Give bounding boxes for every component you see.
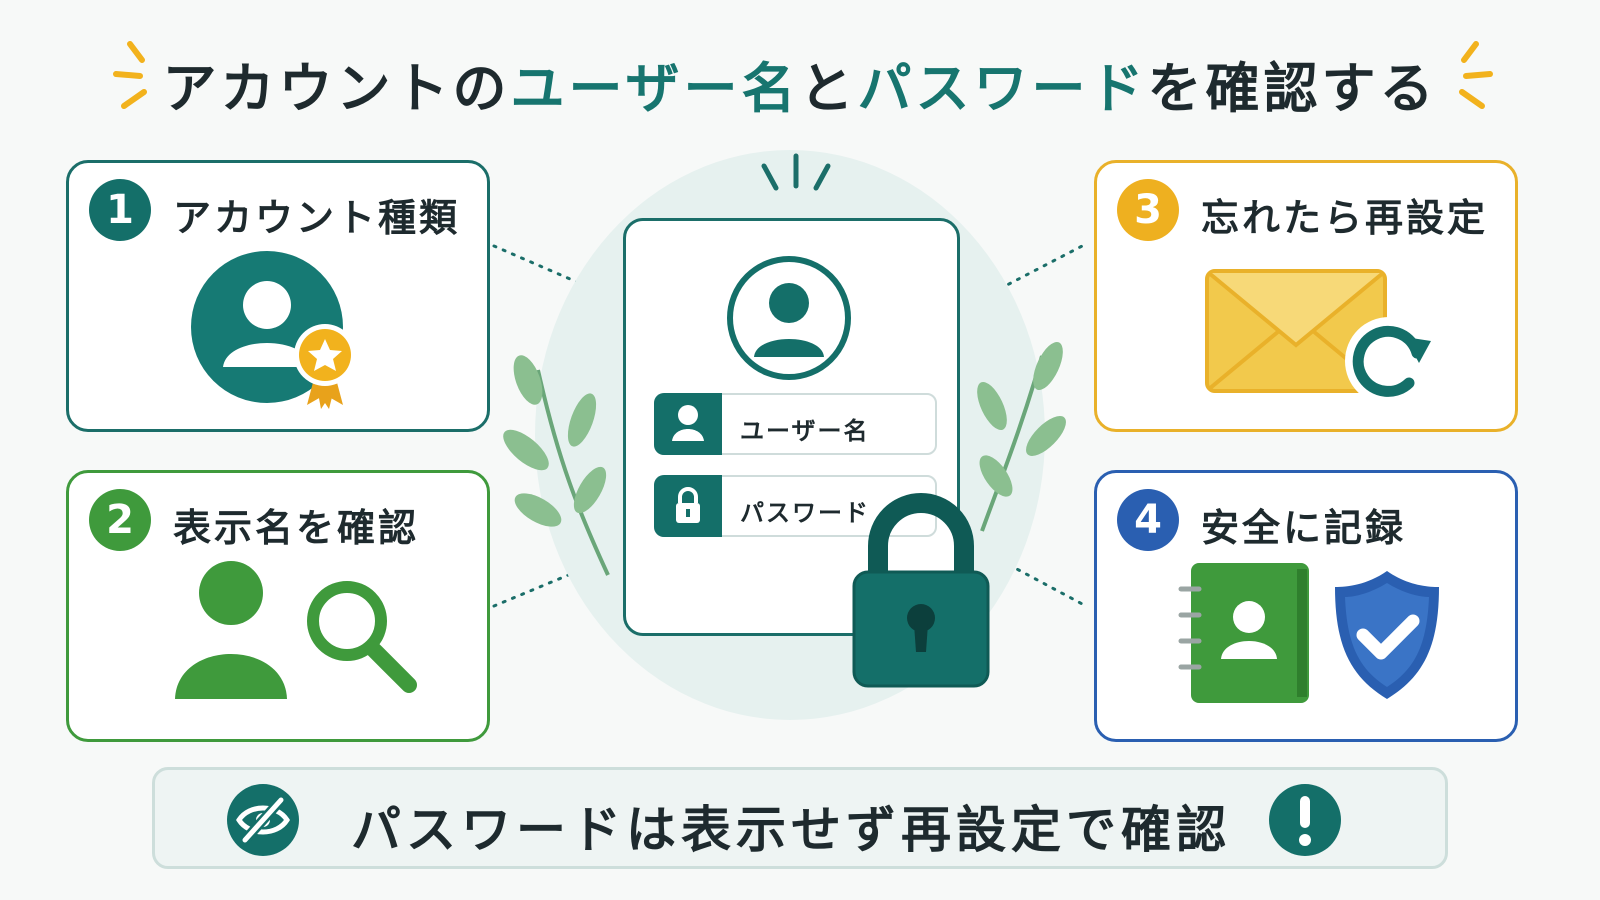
profile-avatar-icon bbox=[727, 256, 851, 380]
person-search-icon bbox=[175, 561, 417, 699]
password-label: パスワード bbox=[740, 499, 870, 527]
step-number-4: 4 bbox=[1117, 489, 1179, 551]
padlock-small-icon bbox=[654, 475, 722, 537]
username-label: ユーザー名 bbox=[740, 417, 870, 445]
card-reset-if-forgotten: 3 忘れたら再設定 bbox=[1094, 160, 1518, 432]
step-number-1: 1 bbox=[89, 179, 151, 241]
mail-reset-icon bbox=[1205, 269, 1433, 405]
notebook-shield-icon bbox=[1178, 563, 1439, 703]
card-display-name: 2 表示名を確認 bbox=[66, 470, 490, 742]
step-number-3: 3 bbox=[1117, 179, 1179, 241]
card-title-record: 安全に記録 bbox=[1201, 506, 1407, 550]
login-card: ユーザー名 パスワード bbox=[623, 218, 960, 636]
warning-banner: パスワードは表示せず再設定で確認 bbox=[152, 767, 1448, 869]
title-highlight-password: パスワード bbox=[857, 57, 1148, 120]
account-badge-icon bbox=[191, 251, 356, 409]
exclamation-icon bbox=[1269, 784, 1341, 856]
card-account-type: 1 アカウント種類 bbox=[66, 160, 490, 432]
card-title-display-name: 表示名を確認 bbox=[173, 506, 420, 550]
padlock-icon bbox=[852, 493, 990, 688]
user-icon bbox=[654, 393, 722, 455]
leaf-left-icon bbox=[503, 355, 610, 576]
title-part-2: と bbox=[799, 57, 858, 120]
card-record-safely: 4 安全に記録 bbox=[1094, 470, 1518, 742]
sparkle-left-icon bbox=[113, 41, 147, 109]
banner-text: パスワードは表示せず再設定で確認 bbox=[351, 801, 1231, 859]
card-title-reset: 忘れたら再設定 bbox=[1201, 196, 1489, 240]
eye-off-icon bbox=[227, 784, 299, 856]
page-title: アカウントのユーザー名とパスワードを確認する bbox=[0, 44, 1600, 123]
sparkle-right-icon bbox=[1459, 41, 1493, 109]
title-part-1: アカウントの bbox=[162, 57, 511, 120]
step-number-2: 2 bbox=[89, 489, 151, 551]
username-field[interactable]: ユーザー名 bbox=[654, 393, 937, 455]
leaf-right-icon bbox=[977, 341, 1066, 532]
card-title-account-type: アカウント種類 bbox=[173, 196, 461, 240]
title-highlight-username: ユーザー名 bbox=[510, 57, 800, 120]
title-part-3: を確認する bbox=[1147, 57, 1438, 120]
attention-lines-icon bbox=[761, 153, 831, 191]
